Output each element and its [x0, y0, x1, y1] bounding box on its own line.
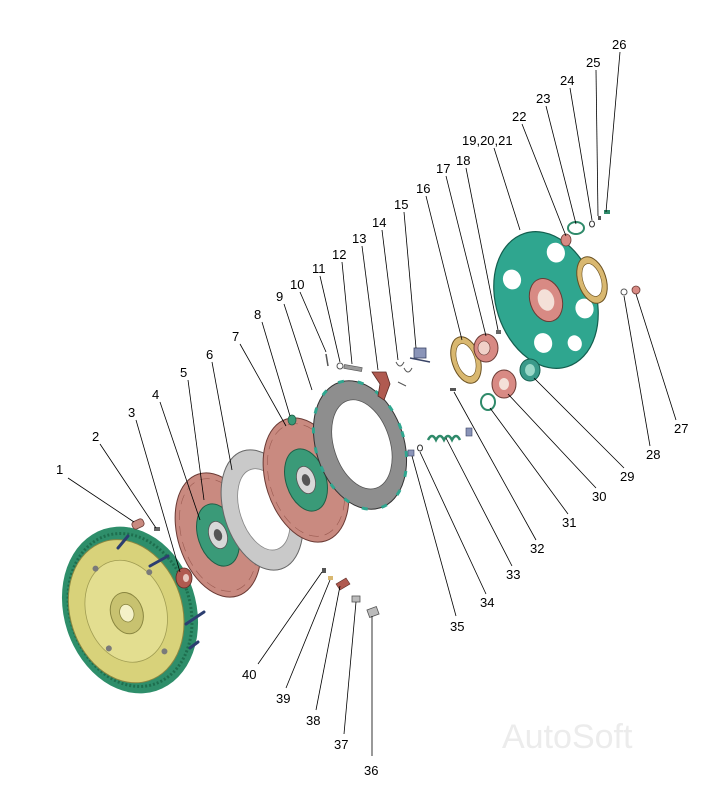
part-40-pin: [322, 568, 326, 573]
callout-25: 25: [586, 55, 600, 70]
part-37-nut: [351, 595, 361, 603]
part-39-washer: [328, 576, 333, 580]
part-38-bracket: [335, 577, 351, 591]
part-36-bolt: [366, 606, 380, 618]
part-10-pin: [325, 353, 329, 367]
callout-35: 35: [450, 619, 464, 634]
callout-31: 31: [562, 515, 576, 530]
callout-37: 37: [334, 737, 348, 752]
part-8-bushing: [287, 414, 297, 426]
callout-4: 4: [152, 387, 159, 402]
callout-5: 5: [180, 365, 187, 380]
part-17-splined-hub: [473, 333, 499, 363]
callout-6: 6: [206, 347, 213, 362]
part-11-washer: [336, 362, 344, 370]
part-13-release-lever: [371, 371, 391, 401]
callout-18: 18: [456, 153, 470, 168]
callout-17: 17: [436, 161, 450, 176]
callout-13: 13: [352, 231, 366, 246]
callout-7: 7: [232, 329, 239, 344]
callout-33: 33: [506, 567, 520, 582]
flywheel-studs: [116, 534, 206, 650]
part-27-plug: [631, 285, 641, 295]
part-26-screw: [604, 210, 610, 214]
callout-24: 24: [560, 73, 574, 88]
part-23-spring: [567, 221, 585, 235]
callout-12: 12: [332, 247, 346, 262]
part-19-clutch-cover: [493, 231, 599, 369]
callout-16: 16: [416, 181, 430, 196]
part-15-adjuster: [409, 347, 431, 363]
callout-11: 11: [312, 261, 326, 276]
part-34-washer: [417, 444, 423, 452]
part-1-dowel: [131, 518, 145, 530]
callout-27: 27: [674, 421, 688, 436]
callout-10: 10: [290, 277, 304, 292]
callout-29: 29: [620, 469, 634, 484]
callout-22: 22: [512, 109, 526, 124]
part-9-pressure-plate: [311, 379, 409, 511]
callout-19-20-21: 19,20,21: [462, 133, 513, 148]
part-35-bolt: [407, 449, 415, 457]
callout-9: 9: [276, 289, 283, 304]
part-33-bolt: [465, 427, 473, 437]
part-30-bearing-sleeve: [491, 369, 517, 399]
part-3-pilot-bearing: [175, 567, 193, 589]
part-29-release-bearing: [519, 358, 541, 382]
leader-lines: [67, 51, 677, 756]
callout-34: 34: [480, 595, 494, 610]
part-28-ring: [620, 288, 628, 296]
part-33-return-spring: [426, 434, 462, 443]
watermark: AutoSoft: [502, 718, 633, 756]
part-31-o-ring: [480, 393, 496, 411]
callout-23: 23: [536, 91, 550, 106]
part-22-nut: [560, 233, 572, 247]
callout-1: 1: [56, 462, 63, 477]
callout-2: 2: [92, 429, 99, 444]
part-2-pin: [154, 527, 160, 531]
callout-40: 40: [242, 667, 256, 682]
part-25-pin: [598, 216, 601, 220]
callout-32: 32: [530, 541, 544, 556]
callout-30: 30: [592, 489, 606, 504]
callout-3: 3: [128, 405, 135, 420]
callout-14: 14: [372, 215, 386, 230]
part-14-spring-clip: [395, 361, 413, 387]
callout-38: 38: [306, 713, 320, 728]
part-18-bolt: [496, 330, 501, 334]
callout-28: 28: [646, 447, 660, 462]
callout-36: 36: [364, 763, 378, 778]
part-24-washer: [589, 220, 595, 228]
part-12-shaft: [343, 364, 363, 372]
cover-bronze-ring: [576, 256, 608, 304]
part-32-pin: [450, 388, 456, 391]
callout-labels: 1 2 3 4 5 6 7 8 9 10 11 12 13 14 15 16 1…: [56, 37, 688, 778]
callout-15: 15: [394, 197, 408, 212]
callout-39: 39: [276, 691, 290, 706]
flywheel: [61, 526, 199, 694]
callout-26: 26: [612, 37, 626, 52]
callout-8: 8: [254, 307, 261, 322]
